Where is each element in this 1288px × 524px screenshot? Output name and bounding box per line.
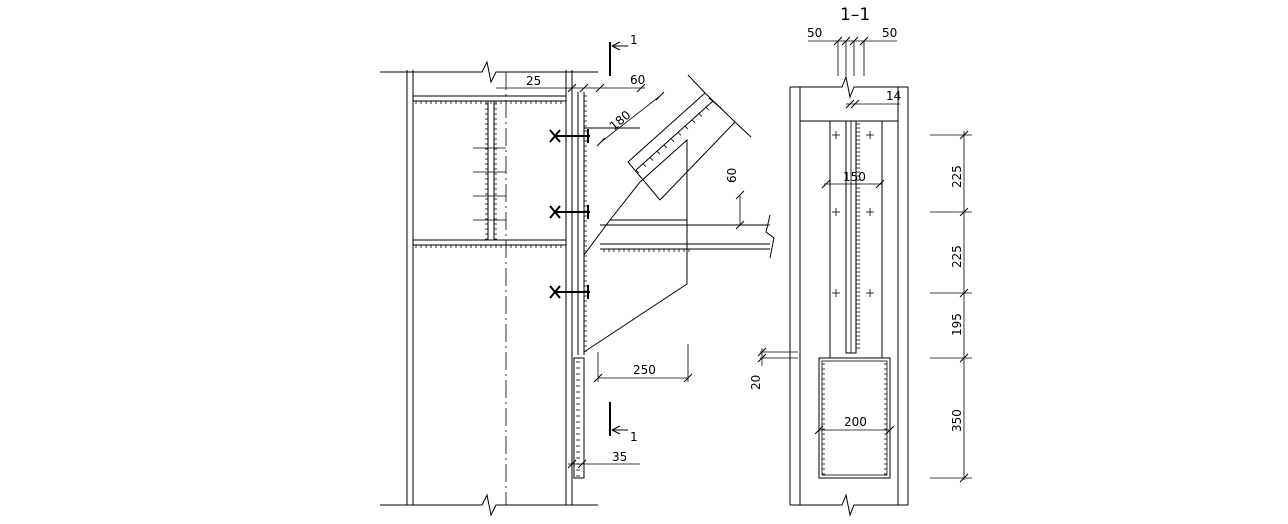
dim-section-top: 50 50	[807, 26, 897, 76]
bolt-cross	[832, 289, 840, 297]
svg-text:180: 180	[607, 108, 634, 133]
bolt-cross	[866, 208, 874, 216]
svg-text:195: 195	[950, 313, 964, 336]
diagonal-brace	[627, 74, 752, 201]
svg-text:250: 250	[633, 363, 656, 377]
svg-text:14: 14	[886, 89, 901, 103]
section-web-hatching	[856, 123, 860, 349]
section-mark-top: 1	[609, 33, 638, 76]
dim-section-plate-width: 150	[821, 170, 885, 189]
bottom-break-line	[380, 493, 598, 517]
section-base-plate	[818, 357, 891, 479]
bolt	[549, 205, 590, 219]
bolt-cross	[832, 131, 840, 139]
dim-base-plate-width: 200	[814, 415, 895, 435]
svg-text:150: 150	[843, 170, 866, 184]
bolt-row	[549, 129, 590, 299]
dim-left-edge: 50	[807, 26, 822, 40]
bolt-cross	[866, 131, 874, 139]
bolt	[549, 129, 590, 143]
svg-text:225: 225	[950, 245, 964, 268]
svg-text:20: 20	[749, 375, 763, 390]
dim-plate-diag: 180	[596, 91, 665, 147]
svg-text:225: 225	[950, 165, 964, 188]
lower-stiffener-plate	[573, 357, 585, 479]
svg-text:25: 25	[526, 74, 541, 88]
section-bolts	[832, 131, 874, 297]
dim-web-thickness: 14	[845, 89, 901, 109]
dim-stiffener-gap: 35	[567, 450, 640, 469]
svg-text:200: 200	[844, 415, 867, 429]
gusset-plate	[583, 127, 688, 353]
section-mark-bottom: 1	[609, 402, 638, 444]
section-mark-bottom-label: 1	[630, 430, 638, 444]
svg-text:35: 35	[612, 450, 627, 464]
svg-text:60: 60	[630, 73, 645, 87]
elevation-view: 1 1 25 60 180	[380, 33, 798, 517]
bolt	[549, 285, 590, 299]
section-view: 1–1 50 50 14	[789, 5, 972, 517]
svg-text:60: 60	[725, 168, 739, 183]
bolt-cross	[866, 289, 874, 297]
section-title: 1–1	[840, 5, 870, 25]
dim-vertical-chain: 225 225 195 350	[930, 130, 972, 483]
top-break-line	[380, 60, 598, 84]
bolt-cross	[832, 208, 840, 216]
dim-brace-offset: 60	[725, 168, 745, 230]
horizontal-brace	[600, 214, 775, 259]
section-mark-top-label: 1	[630, 33, 638, 47]
dim-plate-edge: 60	[567, 73, 646, 93]
dim-gap: 20	[749, 347, 798, 390]
dim-plate-width: 250	[593, 344, 693, 383]
dim-flange-offset: 25	[496, 74, 572, 89]
dim-right-edge: 50	[882, 26, 897, 40]
svg-text:350: 350	[950, 409, 964, 432]
